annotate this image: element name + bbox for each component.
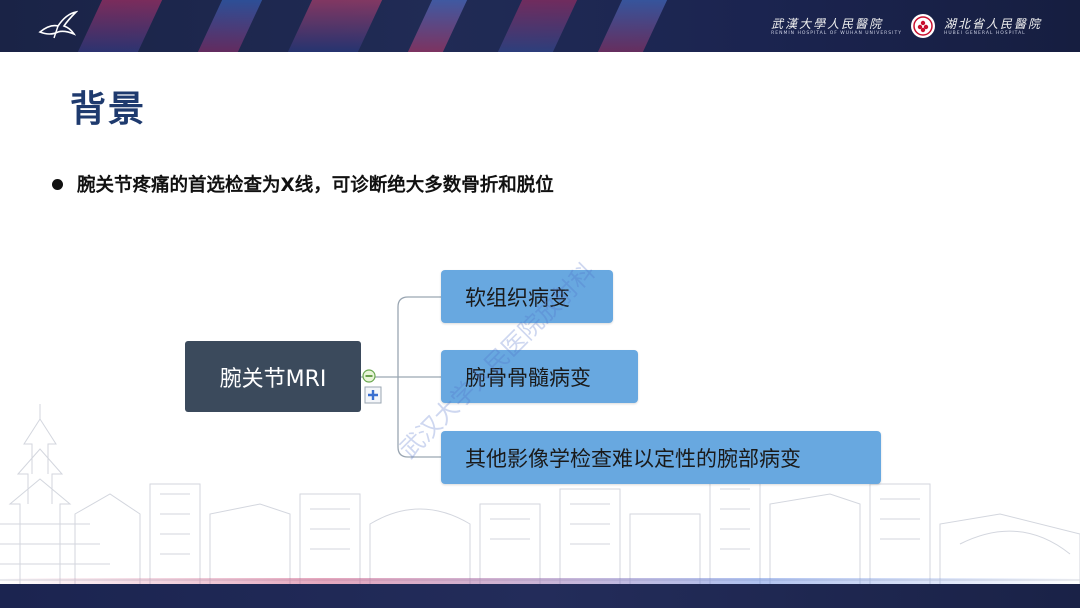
bottom-glow	[0, 578, 1080, 584]
bullet-dot-icon	[52, 178, 63, 190]
hospital-sub-1: RENMIN HOSPITAL OF WUHAN UNIVERSITY	[771, 30, 902, 36]
top-banner: 武漢大學人民醫院 RENMIN HOSPITAL OF WUHAN UNIVER…	[0, 0, 1080, 52]
expand-plus-icon[interactable]	[364, 386, 382, 404]
bullet-text: 腕关节疼痛的首选检查为X线，可诊断绝大多数骨折和脱位	[77, 175, 554, 196]
hospital-1: 武漢大學人民醫院 RENMIN HOSPITAL OF WUHAN UNIVER…	[771, 17, 902, 36]
hospital-emblem-icon	[910, 14, 935, 38]
hospital-2: 湖北省人民醫院 HUBEI GENERAL HOSPITAL	[944, 17, 1042, 36]
decor-stripe	[197, 0, 263, 52]
bottom-band	[0, 584, 1080, 608]
decor-stripe	[287, 0, 383, 52]
mindmap-branch-carpal-marrow[interactable]: 腕骨骨髓病变	[441, 350, 638, 403]
crane-logo-icon	[38, 10, 78, 39]
mindmap-root-node[interactable]: 腕关节MRI	[185, 341, 361, 412]
mindmap-branch-soft-tissue[interactable]: 软组织病变	[441, 270, 613, 323]
decor-stripe	[407, 0, 468, 52]
decor-stripe	[77, 0, 163, 52]
hospital-logos: 武漢大學人民醫院 RENMIN HOSPITAL OF WUHAN UNIVER…	[771, 12, 1042, 40]
slide-title: 背景	[70, 89, 147, 130]
decor-stripe	[597, 0, 668, 52]
hospital-name-1: 武漢大學人民醫院	[771, 16, 884, 31]
mindmap-branch-other-lesions[interactable]: 其他影像学检查难以定性的腕部病变	[441, 431, 881, 484]
decor-stripe	[497, 0, 578, 52]
city-skyline-decoration	[0, 404, 1080, 584]
collapse-minus-icon[interactable]	[362, 369, 376, 383]
hospital-name-2: 湖北省人民醫院	[943, 16, 1042, 31]
bullet-item: 腕关节疼痛的首选检查为X线，可诊断绝大多数骨折和脱位	[52, 171, 554, 197]
hospital-sub-2: HUBEI GENERAL HOSPITAL	[943, 30, 1026, 36]
